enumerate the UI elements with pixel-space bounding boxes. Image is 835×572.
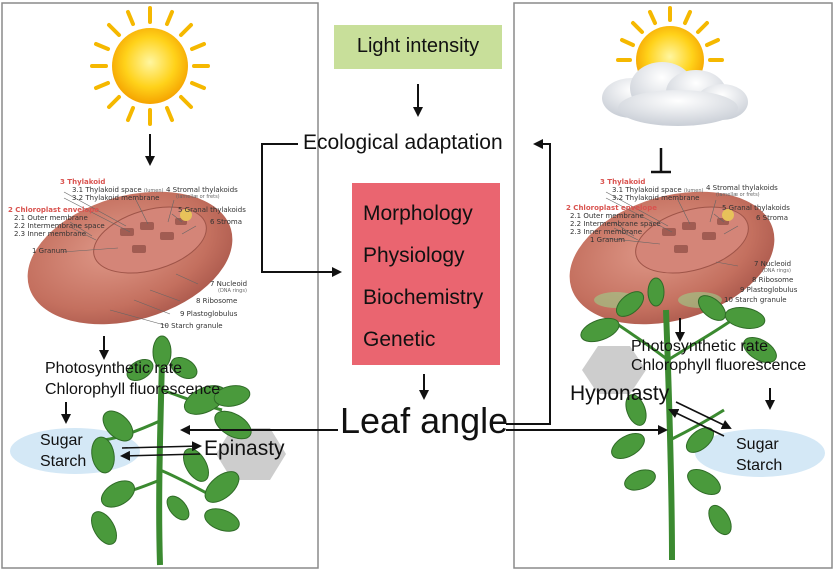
plant-right — [580, 277, 777, 561]
label-ribosome: 8 Ribosome — [196, 297, 238, 305]
grey-hexagon-right — [582, 346, 646, 394]
chloroplast-left — [27, 191, 233, 327]
list-item-genetic: Genetic — [363, 328, 436, 351]
light-intensity-box — [334, 25, 502, 69]
hyponasty-label: Hyponasty — [570, 382, 670, 405]
label-thylakoid-r: 3 Thylakoid — [600, 178, 646, 186]
label-ribosome-r: 8 Ribosome — [752, 276, 794, 284]
grey-hexagon-left — [216, 428, 286, 480]
plant-left — [91, 335, 252, 566]
label-plastoglobulus-r: 9 Plastoglobulus — [740, 286, 798, 294]
adaptation-list: Morphology Physiology Biochemistry Genet… — [352, 193, 500, 361]
label-stromal: 4 Stromal thylakoids — [166, 186, 238, 194]
ecological-adaptation-label: Ecological adaptation — [303, 131, 503, 154]
label-stroma-r: 6 Stroma — [756, 214, 788, 222]
photosynthetic-rate-left: Photosynthetic rate — [45, 360, 182, 377]
sugar-right: Sugar — [736, 436, 779, 453]
label-granum-r: 1 Granum — [590, 236, 625, 244]
equilibrium-arrows-right — [668, 401, 732, 437]
list-item-biochemistry: Biochemistry — [363, 286, 484, 309]
arrows — [61, 84, 775, 435]
label-envelope: 2 Chloroplast envelope — [8, 206, 99, 214]
label-inner: 2.3 Inner membrane — [14, 230, 87, 238]
label-starch-granule-r: 10 Starch granule — [724, 296, 787, 304]
label-lamellae: (lamellæ or frets) — [176, 194, 220, 200]
leaf-angle-label: Leaf angle — [340, 400, 509, 441]
cloud-icon — [602, 62, 748, 126]
label-intermembrane: 2.2 Intermembrane space — [14, 222, 105, 230]
sun-icon — [90, 6, 210, 126]
label-thylakoid-membrane-r: 3.2 Thylakoid membrane — [612, 194, 700, 202]
label-stroma: 6 Stroma — [210, 218, 242, 226]
label-starch-granule: 10 Starch granule — [160, 322, 223, 330]
chlorophyll-fluorescence-right: Chlorophyll fluorescence — [631, 357, 807, 374]
light-intensity-label: Light intensity — [356, 35, 480, 57]
starch-left: Starch — [40, 453, 87, 470]
label-thylakoid-space-r: 3.1 Thylakoid space (lumen) — [612, 186, 704, 194]
label-dna: (DNA rings) — [218, 288, 247, 294]
sugar-left: Sugar — [40, 432, 83, 449]
label-outer-r: 2.1 Outer membrane — [570, 212, 644, 220]
label-granal: 5 Granal thylakoids — [178, 206, 246, 214]
label-dna-r: (DNA rings) — [762, 268, 791, 274]
label-thylakoid-space: 3.1 Thylakoid space (lumen) — [72, 186, 164, 194]
label-nucleoid: 7 Nucleoid — [210, 280, 248, 288]
center-box — [352, 183, 500, 365]
label-envelope-r: 2 Chloroplast envelope — [566, 204, 657, 212]
starch-right: Starch — [736, 457, 783, 474]
label-thylakoid: 3 Thylakoid — [60, 178, 106, 186]
epinasty-label: Epinasty — [204, 437, 285, 460]
label-granal-r: 5 Granal thylakoids — [722, 204, 790, 212]
cloudy-sun-icon — [602, 6, 748, 126]
label-granum: 1 Granum — [32, 247, 67, 255]
chlorophyll-fluorescence-left: Chlorophyll fluorescence — [45, 381, 221, 398]
label-nucleoid-r: 7 Nucleoid — [754, 260, 792, 268]
inhibition-symbol — [651, 148, 671, 174]
label-outer: 2.1 Outer membrane — [14, 214, 88, 222]
label-thylakoid-membrane: 3.2 Thylakoid membrane — [72, 194, 160, 202]
list-item-morphology: Morphology — [363, 202, 473, 225]
sugar-starch-bubble-right — [695, 429, 825, 477]
label-intermembrane-r: 2.2 Intermembrane space — [570, 220, 661, 228]
label-plastoglobulus: 9 Plastoglobulus — [180, 310, 238, 318]
label-lamellae-r: (lamellæ or frets) — [716, 192, 760, 198]
label-stromal-r: 4 Stromal thylakoids — [706, 184, 778, 192]
chloroplast-right — [569, 191, 775, 325]
list-item-physiology: Physiology — [363, 244, 465, 267]
photosynthetic-rate-right: Photosynthetic rate — [631, 338, 768, 355]
label-inner-r: 2.3 Inner membrane — [570, 228, 643, 236]
equilibrium-arrows-left — [120, 441, 202, 461]
